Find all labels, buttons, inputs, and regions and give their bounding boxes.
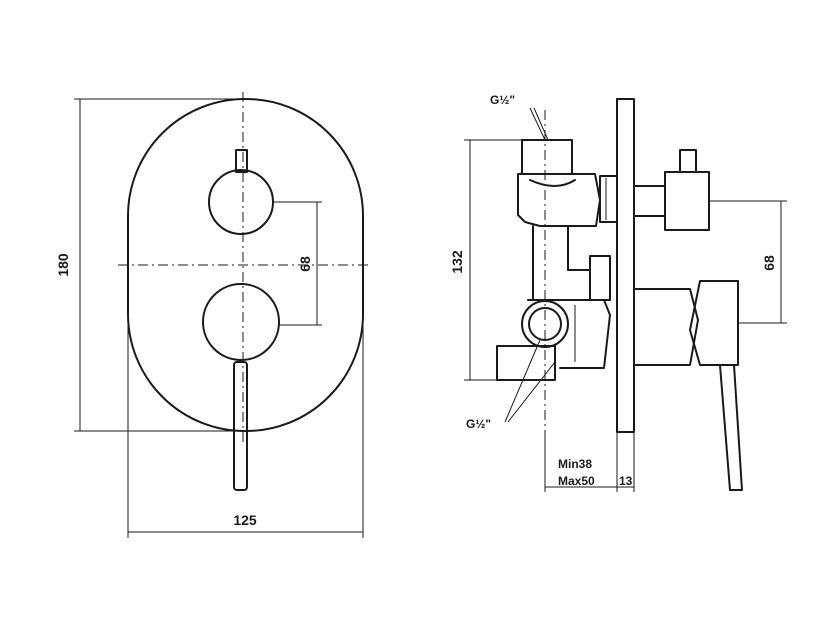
valve-body-curve [529,179,576,187]
width-dimension-label: 125 [233,512,257,528]
side-height-label: 132 [449,250,465,274]
valve-body-lower [527,299,611,369]
min-depth-label: Min38 [558,457,592,471]
valve-body-middle [532,225,591,301]
outlet-ring-inner [528,307,562,341]
front-spacing-label: 68 [297,256,313,272]
bottom-thread-label: G½" [466,417,491,431]
side-upper-knob [664,171,710,231]
side-view: G½" G½" 132 68 Min38 Max50 13 [449,93,787,492]
top-thread-label: G½" [490,93,515,107]
side-lever-body [633,288,699,366]
bottom-thread-leader [504,339,541,423]
height-dimension-label: 180 [55,253,71,277]
outlet-nozzle [496,345,556,381]
diverter-block [589,255,611,301]
side-lever-rod [719,364,743,491]
side-spacing-label: 68 [761,255,777,271]
top-thread-leader-b [533,107,549,141]
cartridge-nut [599,175,618,223]
lower-handle-lever [233,361,248,491]
side-upper-knob-stem [679,149,697,173]
upper-knob-stem [235,149,248,173]
top-inlet-pipe [521,139,573,175]
upper-knob [208,169,274,235]
side-cover-plate [616,98,635,433]
valve-body-upper [517,173,601,227]
bottom-thread-leader-b [507,361,556,423]
front-view: 180 125 68 [55,92,372,538]
top-thread-leader [529,107,546,141]
lower-handle-body [202,283,280,361]
plate-thickness-label: 13 [619,474,633,488]
max-depth-label: Max50 [558,474,595,488]
